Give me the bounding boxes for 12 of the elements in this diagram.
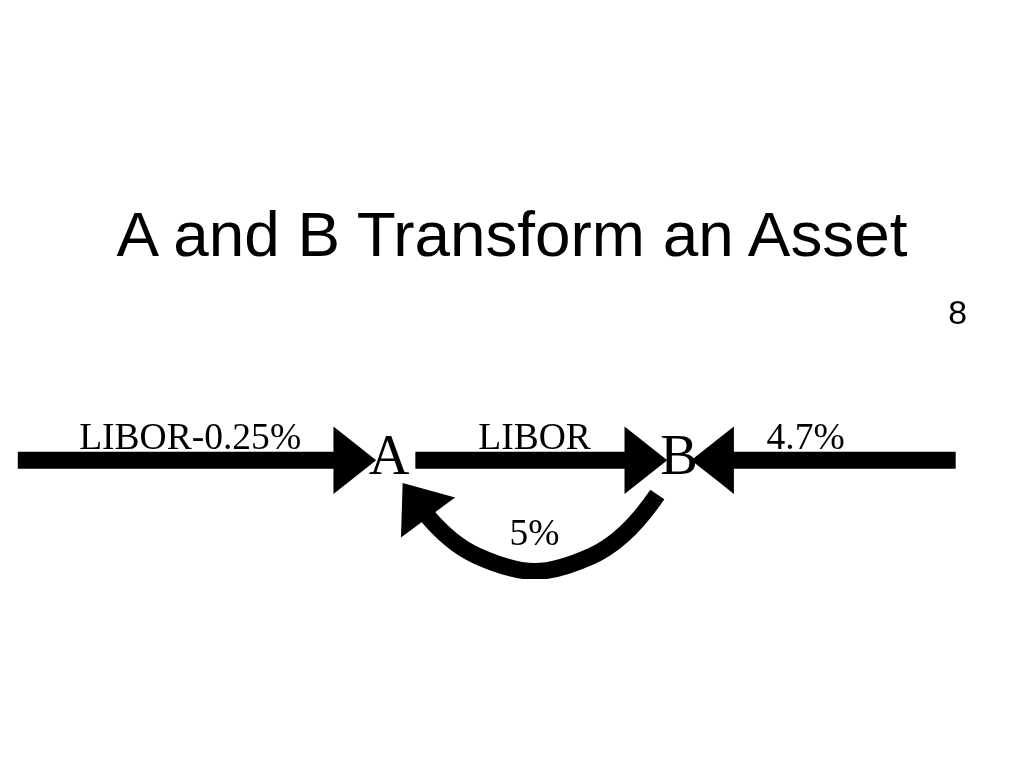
arrow [17, 426, 377, 494]
edge-label: 5% [509, 511, 560, 553]
node-text: A [368, 423, 410, 486]
arrow [400, 482, 665, 579]
node-text: B [660, 423, 698, 486]
edge-label: LIBOR [478, 415, 591, 457]
edge-label: 4.7% [766, 415, 845, 457]
arrow [691, 426, 956, 494]
diagram-title: A and B Transform an Asset [116, 197, 908, 270]
arrow [415, 426, 668, 494]
label: 8 [948, 292, 968, 331]
edge-label: LIBOR-0.25% [79, 415, 302, 457]
